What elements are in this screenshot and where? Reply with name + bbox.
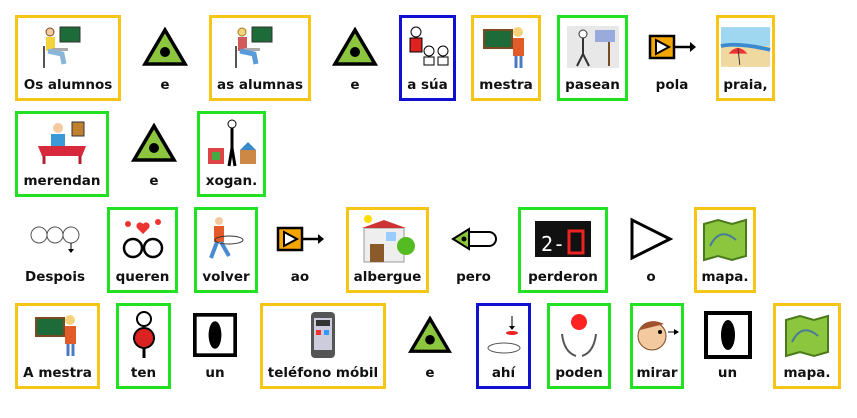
clocks-later-icon: [18, 214, 92, 264]
conjunction-triangle-icon: [323, 22, 387, 72]
pictogram-label: albergue: [353, 269, 422, 285]
play-toys-icon: [200, 118, 263, 168]
pictogram-card-pero[interactable]: pero: [437, 207, 510, 293]
pictogram-card-mapa[interactable]: mapa.: [694, 207, 756, 293]
student-boy-icon: [18, 22, 118, 72]
pictogram-card-asúa[interactable]: a súa: [399, 15, 456, 101]
pictogram-label: xogan.: [205, 173, 258, 189]
pictogram-card-asalumnas[interactable]: as alumnas: [209, 15, 311, 101]
have-icon: [119, 310, 168, 360]
preposition-arrow-icon: [640, 22, 704, 72]
stroll-icon: [560, 22, 625, 72]
possessive-people-icon: [402, 22, 453, 72]
pictogram-card-mirar[interactable]: mirar: [630, 303, 684, 389]
conjunction-triangle-icon: [408, 310, 452, 360]
preposition-arrow-icon: [268, 214, 332, 264]
pictogram-card-e[interactable]: e: [320, 15, 390, 101]
pictogram-label: teléfono móbil: [267, 365, 379, 381]
mobile-phone-icon: [263, 310, 383, 360]
there-icon: [479, 310, 528, 360]
pictogram-card-praia[interactable]: praia,: [716, 15, 775, 101]
return-walk-icon: [197, 214, 255, 264]
pictogram-label: Os alumnos: [23, 77, 113, 93]
pictogram-card-amestra[interactable]: A mestra: [15, 303, 100, 389]
pictogram-label: perderon: [528, 269, 598, 285]
pictogram-card-mestra[interactable]: mestra: [471, 15, 541, 101]
pictogram-card-pola[interactable]: pola: [637, 15, 707, 101]
map-icon: [697, 214, 753, 264]
pictogram-card-volver[interactable]: volver: [194, 207, 258, 293]
pictogram-label: o: [646, 269, 656, 285]
pictogram-card-perderon[interactable]: 2- perderon: [518, 207, 608, 293]
pictogram-card-un[interactable]: un: [700, 303, 755, 389]
pictogram-label: ahí: [491, 365, 516, 381]
pictogram-label: ten: [130, 365, 157, 381]
pictogram-card-ao[interactable]: ao: [265, 207, 335, 293]
pictogram-label: praia,: [723, 77, 768, 93]
love-hearts-icon: [110, 214, 175, 264]
pictogram-label: mirar: [636, 365, 678, 381]
pictogram-label: ao: [290, 269, 310, 285]
pictogram-card-pasean[interactable]: pasean: [557, 15, 628, 101]
pictogram-label: as alumnas: [216, 77, 304, 93]
pictogram-label: pasean: [565, 77, 620, 93]
pictogram-label: A mestra: [23, 365, 92, 381]
pictogram-card-o[interactable]: o: [617, 207, 685, 293]
can-icon: [550, 310, 608, 360]
pictogram-card-e[interactable]: e: [130, 15, 200, 101]
one-article-icon: [703, 310, 752, 360]
pictogram-label: un: [205, 365, 225, 381]
conjunction-triangle-icon: [133, 22, 197, 72]
map-icon: [776, 310, 838, 360]
pictogram-card-poden[interactable]: poden: [547, 303, 611, 389]
pictogram-label: poden: [555, 365, 603, 381]
pictogram-label: pero: [456, 269, 491, 285]
pictogram-label: mestra: [479, 77, 533, 93]
svg-text:2-: 2-: [541, 232, 565, 256]
pictogram-card-mapa[interactable]: mapa.: [773, 303, 841, 389]
pictogram-label: e: [149, 173, 159, 189]
pictogram-label: e: [425, 365, 435, 381]
pictogram-label: mapa.: [783, 365, 831, 381]
pictogram-label: pola: [655, 77, 689, 93]
pictogram-card-merendan[interactable]: merendan: [15, 111, 109, 197]
beach-icon: [719, 22, 772, 72]
pictogram-card-ahí[interactable]: ahí: [476, 303, 531, 389]
one-article-icon: [193, 310, 237, 360]
conjunction-triangle-icon: [121, 118, 187, 168]
teacher-icon: [474, 22, 538, 72]
pictogram-card-xogan[interactable]: xogan.: [197, 111, 266, 197]
hostel-icon: [349, 214, 426, 264]
pictogram-label: un: [717, 365, 738, 381]
pictogram-card-queren[interactable]: queren: [107, 207, 178, 293]
scoreboard-icon: 2-: [521, 214, 605, 264]
pictogram-card-e[interactable]: e: [118, 111, 190, 197]
snack-icon: [18, 118, 106, 168]
look-icon: [633, 310, 681, 360]
pictogram-label: a súa: [407, 77, 448, 93]
pictogram-label: merendan: [23, 173, 101, 189]
pictogram-card-ten[interactable]: ten: [116, 303, 171, 389]
pictogram-card-un[interactable]: un: [190, 303, 240, 389]
pictogram-card-e[interactable]: e: [405, 303, 455, 389]
article-triangle-icon: [620, 214, 682, 264]
pictogram-card-albergue[interactable]: albergue: [346, 207, 429, 293]
pictogram-label: mapa.: [701, 269, 749, 285]
pictogram-label: volver: [202, 269, 250, 285]
pictogram-label: e: [160, 77, 170, 93]
pictogram-card-osalumnos[interactable]: Os alumnos: [15, 15, 121, 101]
but-arrow-icon: [440, 214, 507, 264]
student-girl-icon: [212, 22, 308, 72]
pictogram-card-despois[interactable]: Despois: [15, 207, 95, 293]
pictogram-label: queren: [115, 269, 170, 285]
pictogram-card-teléfonomóbil[interactable]: teléfono móbil: [260, 303, 386, 389]
teacher-icon: [18, 310, 97, 360]
pictogram-label: e: [350, 77, 360, 93]
pictogram-label: Despois: [25, 269, 85, 285]
